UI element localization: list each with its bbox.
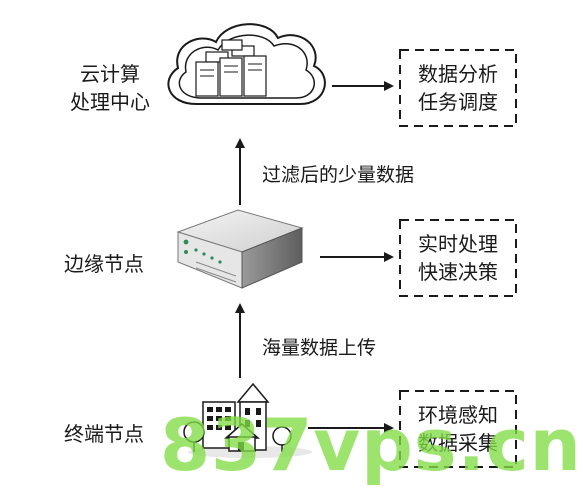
edge-server-icon	[176, 209, 304, 289]
edge-to-cloud-flow-label: 过滤后的少量数据	[262, 164, 415, 186]
cloud-task-box-border	[399, 49, 517, 127]
terminal-task-box-border	[399, 390, 517, 468]
edge-task-box: 实时处理 快速决策	[400, 220, 516, 296]
terminal-task-line-1: 环境感知	[418, 403, 498, 427]
edge-tier-label-line-1: 边缘节点	[64, 252, 144, 276]
terminal-task-line-2: 数据采集	[418, 431, 498, 455]
cloud-task-line-2: 任务调度	[418, 90, 498, 114]
cloud-task-line-1: 数据分析	[418, 62, 498, 86]
edge-task-line-1: 实时处理	[418, 232, 498, 256]
terminal-tier-label: 终端节点	[44, 420, 164, 448]
edge-task-box-border	[399, 219, 517, 297]
edge-task-line-2: 快速决策	[418, 260, 498, 284]
cloud-tier-label: 云计算 处理中心	[60, 60, 160, 116]
cloud-tier-label-line-2: 处理中心	[70, 90, 150, 114]
cloud-server-icon	[167, 23, 326, 105]
cloud-tier-label-line-1: 云计算	[80, 62, 140, 86]
terminal-to-edge-flow-label: 海量数据上传	[262, 337, 377, 359]
cloud-task-box: 数据分析 任务调度	[400, 50, 516, 126]
terminal-tier-label-line-1: 终端节点	[64, 422, 144, 446]
buildings-icon	[183, 382, 312, 458]
terminal-task-box: 环境感知 数据采集	[400, 391, 516, 467]
edge-tier-label: 边缘节点	[44, 250, 164, 278]
